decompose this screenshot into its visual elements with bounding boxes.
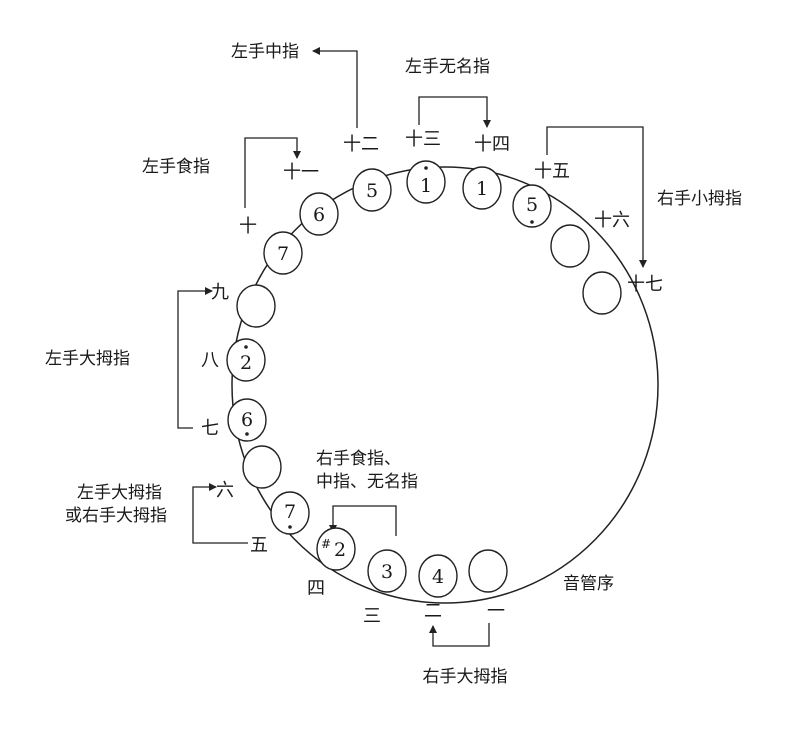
pipe-1 <box>468 549 508 593</box>
pipe-3-pitch: 3 <box>381 561 393 583</box>
pipe-7-low-dot <box>245 432 249 436</box>
position-17: 十七 <box>627 274 663 295</box>
pipe-15 <box>512 184 552 228</box>
pipe-14-pitch: 1 <box>476 178 488 200</box>
note-either-thumb-line1: 左手大拇指 <box>77 483 162 503</box>
note-right-thumb: 右手大拇指 <box>423 667 508 687</box>
pipe-5 <box>270 491 310 535</box>
pipe-13-high-dot <box>424 166 428 170</box>
position-2: 二 <box>424 601 442 622</box>
pipe-pitch-labels: 4 3 2 # 7 6 2 7 6 5 1 1 5 <box>240 175 538 588</box>
pipe-4 <box>316 527 356 571</box>
octave-dots <box>244 166 534 529</box>
pipe-8-pitch: 2 <box>240 352 252 374</box>
note-left-middle: 左手中指 <box>231 42 299 62</box>
pipe-14 <box>462 166 502 210</box>
pipe-9 <box>236 284 276 328</box>
diagram-title: 音管序 <box>563 574 614 594</box>
position-15: 十五 <box>534 161 570 182</box>
pipe-ring <box>231 166 659 604</box>
position-7: 七 <box>201 418 219 439</box>
position-1: 一 <box>487 601 505 622</box>
pipe-12 <box>352 168 392 212</box>
position-10: 十 <box>239 216 257 237</box>
pipe-6 <box>242 445 282 489</box>
note-right-index-line2: 中指、无名指 <box>316 472 418 492</box>
position-16: 十六 <box>594 210 630 231</box>
note-right-pinky: 右手小拇指 <box>657 189 742 209</box>
pipe-4-pitch: 2 <box>334 539 346 561</box>
position-5: 五 <box>250 535 268 556</box>
pipe-7-pitch: 6 <box>241 409 253 431</box>
pipe-17 <box>582 271 622 315</box>
position-numbers: 一 二 三 四 五 六 七 八 九 十 十一 十二 十三 十四 十五 十六 十七 <box>201 129 663 627</box>
pipe-11 <box>299 192 339 236</box>
pipe-2 <box>418 554 458 598</box>
position-13: 十三 <box>405 129 441 150</box>
pipe-16 <box>550 224 590 268</box>
position-9: 九 <box>211 282 229 303</box>
note-either-thumb-line2: 或右手大拇指 <box>65 506 167 526</box>
pipe-3 <box>367 549 407 593</box>
pipe-5-low-dot <box>288 525 292 529</box>
pipe-10 <box>263 231 303 275</box>
connector-lines <box>177 47 647 647</box>
fingering-notes: 右手大拇指 右手食指、 中指、无名指 左手大拇指 或右手大拇指 左手大拇指 左手… <box>45 42 742 687</box>
position-3: 三 <box>363 606 381 627</box>
pipe-11-pitch: 6 <box>313 204 325 226</box>
note-right-index-line1: 右手食指、 <box>316 449 401 469</box>
pipe-5-pitch: 7 <box>284 501 296 523</box>
position-12: 十二 <box>343 134 379 155</box>
pipe-7 <box>227 398 267 442</box>
pipe-15-low-dot <box>530 220 534 224</box>
pipe-8-high-dot <box>244 345 248 349</box>
pipe-2-pitch: 4 <box>432 566 444 588</box>
note-left-index: 左手食指 <box>142 157 210 177</box>
pipe-8 <box>226 338 266 382</box>
pipe-13 <box>406 160 446 204</box>
position-11: 十一 <box>283 162 319 183</box>
pipe-15-pitch: 5 <box>526 194 538 216</box>
position-6: 六 <box>216 480 234 501</box>
pipe-10-pitch: 7 <box>277 243 289 265</box>
pipe-13-pitch: 1 <box>420 175 432 197</box>
pipe-4-sharp: # <box>321 537 331 551</box>
pipe-holes <box>226 160 622 598</box>
position-14: 十四 <box>474 134 510 155</box>
position-4: 四 <box>307 578 325 599</box>
position-8: 八 <box>201 350 219 371</box>
note-left-thumb: 左手大拇指 <box>45 349 130 369</box>
pipe-12-pitch: 5 <box>366 180 378 202</box>
note-left-ring: 左手无名指 <box>405 57 490 77</box>
